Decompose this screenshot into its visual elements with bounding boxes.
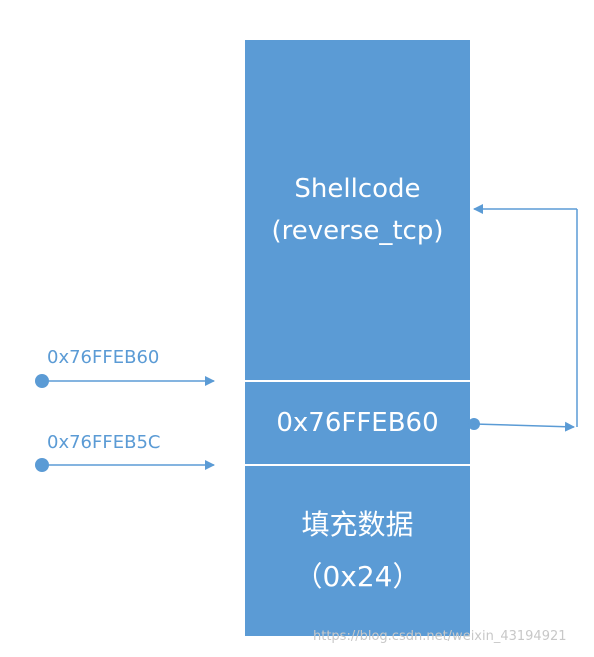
padding-title: 填充数据 [301,508,414,541]
jump-arrow [468,204,578,432]
watermark-text: https://blog.csdn.net/weixin_43194921 [313,629,567,644]
shellcode-block: Shellcode (reverse_tcp) [245,40,470,380]
shellcode-title: Shellcode [294,174,421,204]
pointer-arrow-1 [35,374,215,388]
pointer-label-1: 0x76FFEB60 [47,347,160,368]
pointer-label-2: 0x76FFEB5C [47,432,161,453]
pointer-dot-2 [35,458,49,472]
pointer-dot-1 [35,374,49,388]
padding-size: （0x24） [294,560,421,593]
return-address-block: 0x76FFEB60 [245,382,470,464]
jump-line-out [473,421,575,432]
padding-block: 填充数据 （0x24） [245,466,470,636]
shellcode-subtitle: (reverse_tcp) [271,216,444,246]
return-address-value: 0x76FFEB60 [276,408,439,438]
pointer-arrow-2 [35,458,215,472]
